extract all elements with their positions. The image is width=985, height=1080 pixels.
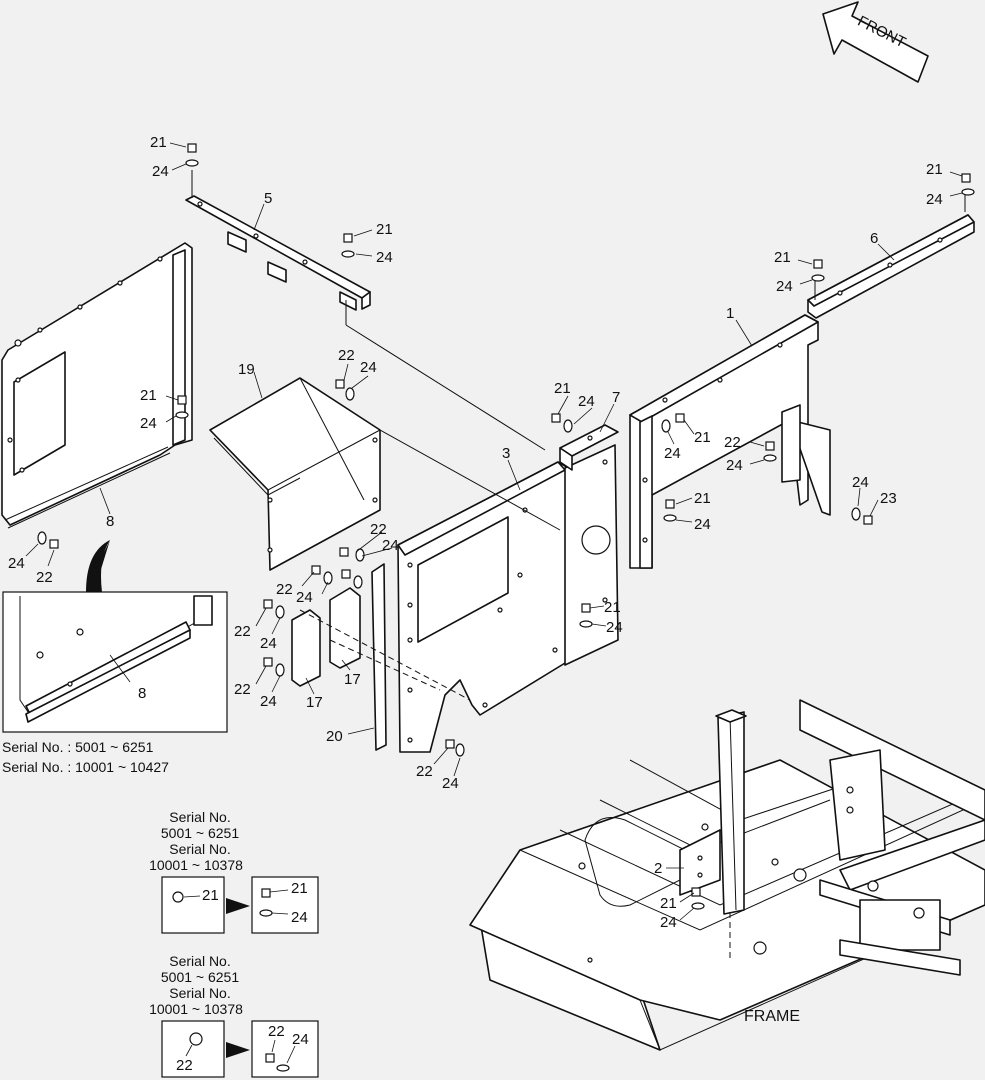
- callout-24-top-left: 24: [152, 163, 169, 180]
- callout-21-post: 21: [660, 895, 677, 912]
- assembly-lines: [191, 170, 966, 701]
- note2-new-24: 24: [292, 1031, 309, 1048]
- note1-serial-line-1: Serial No.: [169, 809, 230, 825]
- callout-2: 2: [654, 860, 662, 877]
- callout-22-spacer-mid: 22: [276, 581, 293, 598]
- part-5-top-brace: [185, 195, 371, 311]
- callout-21-frame-left: 21: [694, 429, 711, 446]
- note1-serial-line-4: 10001 ~ 10378: [149, 857, 243, 873]
- callout-24-spacer-mid: 24: [296, 589, 313, 606]
- part-8-left-panel: [1, 242, 193, 529]
- callout-1: 1: [726, 305, 734, 322]
- part-2-upright-post: [679, 709, 747, 960]
- note1-serial-line-2: 5001 ~ 6251: [161, 825, 239, 841]
- note1-new-24: 24: [291, 909, 308, 926]
- callout-22-panel-bottom: 22: [36, 569, 53, 586]
- callout-24-spacer-upper: 24: [260, 635, 277, 652]
- part-6-brace: [807, 214, 975, 319]
- callout-24-panel: 24: [140, 415, 157, 432]
- callout-21-top-right: 21: [926, 161, 943, 178]
- callout-20: 20: [326, 728, 343, 745]
- part-19-shield: [209, 377, 381, 571]
- note2-serial-line-3: Serial No.: [169, 985, 230, 1001]
- callout-24-bracket: 24: [578, 393, 595, 410]
- note1-new-21: 21: [291, 880, 308, 897]
- callout-22-plate-bottom: 22: [416, 763, 433, 780]
- callout-8: 8: [106, 513, 114, 530]
- note1-serial-line-3: Serial No.: [169, 841, 230, 857]
- part-1-main-frame: [629, 314, 831, 569]
- note2-serial-line-2: 5001 ~ 6251: [161, 969, 239, 985]
- callout-3: 3: [502, 445, 510, 462]
- callout-22-spacer-top: 22: [370, 521, 387, 538]
- front-direction-arrow: FRONT: [822, 1, 929, 83]
- callout-24-plate-bottom: 24: [442, 775, 459, 792]
- detail-box: 8 Serial No. : 5001 ~ 6251 Serial No. : …: [2, 540, 228, 775]
- callout-19: 19: [238, 361, 255, 378]
- callout-17-a: 17: [306, 694, 323, 711]
- callout-24-frame-mid: 24: [694, 516, 711, 533]
- fasteners: [37, 143, 975, 910]
- callout-17-b: 17: [344, 671, 361, 688]
- callout-21-frame-mid: 21: [694, 490, 711, 507]
- callout-21-bracket: 21: [554, 380, 571, 397]
- callout-21-brace: 21: [376, 221, 393, 238]
- callout-7: 7: [612, 389, 620, 406]
- callout-24-brace: 24: [376, 249, 393, 266]
- callout-21-panel: 21: [140, 387, 157, 404]
- note2-serial-line-4: 10001 ~ 10378: [149, 1001, 243, 1017]
- callout-22-shield: 22: [338, 347, 355, 364]
- detail-serial-line-2: Serial No. : 10001 ~ 10427: [2, 759, 169, 775]
- callout-24-shield: 24: [360, 359, 377, 376]
- note1-old-21: 21: [202, 887, 219, 904]
- part-7-bracket: [559, 424, 619, 471]
- callout-22-frame-right: 22: [724, 434, 741, 451]
- callout-22-spacer-upper: 22: [234, 623, 251, 640]
- detail-serial-line-1: Serial No. : 5001 ~ 6251: [2, 739, 154, 755]
- part-17-spacers: [291, 587, 361, 687]
- callout-24-post: 24: [660, 914, 677, 931]
- callout-labels: 1 2 3 5 6 7 8 8 17 17 19 20 21 24 21 24 …: [8, 134, 943, 931]
- callout-21-brace6: 21: [774, 249, 791, 266]
- note2-new-22: 22: [268, 1023, 285, 1040]
- callout-24-panel-bottom: 24: [8, 555, 25, 572]
- detail-part-8-label: 8: [138, 685, 146, 702]
- note2-old-22: 22: [176, 1057, 193, 1074]
- callout-21-top-left: 21: [150, 134, 167, 151]
- leader-lines: [25, 142, 963, 921]
- callout-24-brace6: 24: [776, 278, 793, 295]
- callout-21-plate: 21: [604, 599, 621, 616]
- callout-24-frame-left: 24: [664, 445, 681, 462]
- callout-23-frame-bolt: 23: [880, 490, 897, 507]
- change-note-1: Serial No. 5001 ~ 6251 Serial No. 10001 …: [149, 809, 319, 934]
- callout-24-plate: 24: [606, 619, 623, 636]
- callout-24-top-right: 24: [926, 191, 943, 208]
- change-note-2: Serial No. 5001 ~ 6251 Serial No. 10001 …: [149, 953, 319, 1078]
- callout-24-frame-bolt: 24: [852, 474, 869, 491]
- callout-22-spacer-lower: 22: [234, 681, 251, 698]
- callout-24-spacer-lower: 24: [260, 693, 277, 710]
- frame-label: FRAME: [744, 1008, 800, 1025]
- callout-6: 6: [870, 230, 878, 247]
- part-20-strip: [371, 563, 387, 751]
- note2-serial-line-1: Serial No.: [169, 953, 230, 969]
- part-3-main-plate: [397, 444, 619, 753]
- callout-5: 5: [264, 190, 272, 207]
- callout-24-spacer-top: 24: [382, 537, 399, 554]
- callout-24-frame-right: 24: [726, 457, 743, 474]
